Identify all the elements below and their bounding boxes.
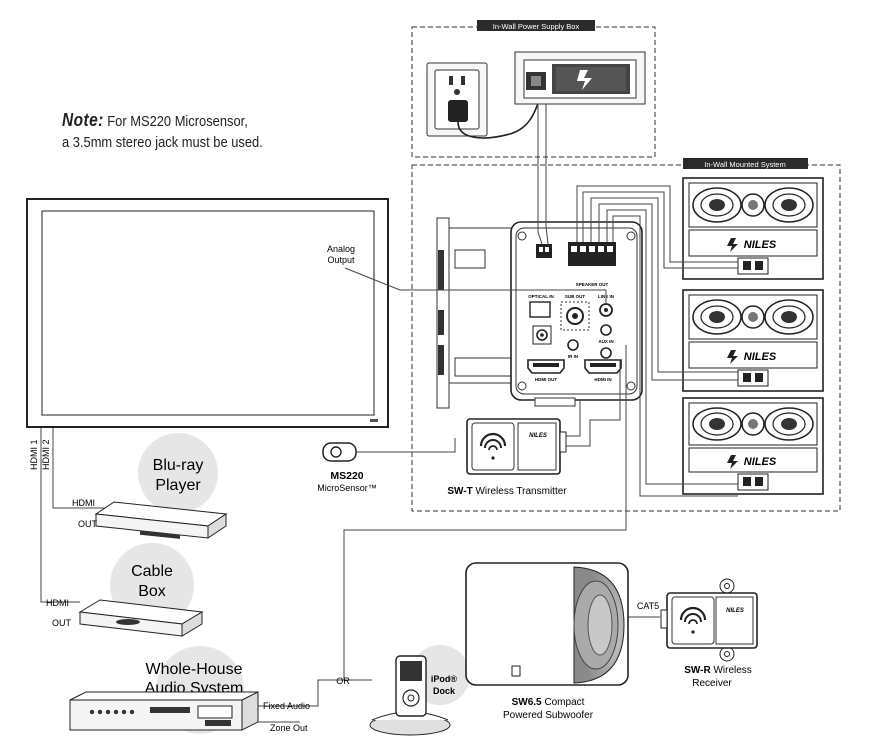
fixed-audio-label: Fixed Audio bbox=[263, 701, 310, 711]
speaker-1: NILES bbox=[682, 177, 824, 280]
ms220-title: MS220 bbox=[330, 470, 363, 482]
analog-output-label-1: Analog bbox=[327, 244, 355, 254]
hdmi1-label: HDMI 1 bbox=[29, 439, 39, 470]
cable-box bbox=[78, 599, 204, 637]
subwoofer bbox=[465, 562, 629, 686]
out-label-a: OUT bbox=[78, 519, 98, 529]
wall-outlet bbox=[426, 62, 541, 139]
hdmi2-label: HDMI 2 bbox=[41, 439, 51, 470]
hdmi-out-label: HDMI OUT bbox=[535, 377, 557, 382]
speaker-wires bbox=[40, 104, 738, 723]
whole-house-label-1: Whole-House bbox=[146, 661, 243, 678]
swt-caption: SW-T Wireless Transmitter bbox=[447, 486, 567, 497]
bluray-circle bbox=[138, 433, 218, 513]
swt-caption-bold: SW-T bbox=[447, 486, 472, 497]
speaker-3-brand: NILES bbox=[744, 456, 777, 468]
speaker-3: NILES bbox=[682, 397, 824, 495]
cable-label-2: Box bbox=[138, 583, 166, 600]
ms220-subtitle: MicroSensor™ bbox=[317, 483, 377, 493]
note-line-2: a 3.5mm stereo jack must be used. bbox=[62, 134, 263, 151]
wall-system-label: In-Wall Mounted System bbox=[704, 160, 785, 169]
ipod-label-1: iPod® bbox=[431, 674, 457, 684]
swt-caption-rest: Wireless Transmitter bbox=[473, 486, 568, 497]
power-supply-unit bbox=[514, 51, 646, 105]
swr-caption: SW-R Wireless bbox=[684, 665, 752, 676]
subwoofer-caption-line2: Powered Subwoofer bbox=[503, 710, 594, 721]
bluray-label-1: Blu-ray bbox=[153, 457, 204, 474]
cable-label-1: Cable bbox=[131, 563, 173, 580]
or-label: OR bbox=[336, 676, 350, 686]
ipod-label-2: Dock bbox=[433, 686, 456, 696]
note-line-1: For MS220 Microsensor, bbox=[107, 113, 248, 130]
swr-caption-line2: Receiver bbox=[692, 678, 732, 689]
subwoofer-caption-bold: SW6.5 bbox=[512, 697, 542, 708]
whole-house-audio-unit bbox=[69, 691, 259, 731]
swt-brand: NILES bbox=[529, 433, 547, 439]
ipod-dock bbox=[369, 655, 451, 736]
bluray-label-2: Player bbox=[155, 477, 201, 494]
subwoofer-caption: SW6.5 Compact bbox=[512, 697, 585, 708]
optical-in-label: OPTICAL IN bbox=[528, 294, 553, 299]
zone-out-label: Zone Out bbox=[270, 723, 308, 733]
speaker-2: NILES bbox=[682, 289, 824, 392]
speaker-out-label: SPEAKER OUT bbox=[576, 282, 609, 287]
power-supply-label: In-Wall Power Supply Box bbox=[493, 22, 580, 31]
sub-out-label: SUB OUT bbox=[565, 294, 586, 299]
subwoofer-caption-rest: Compact bbox=[542, 697, 585, 708]
hdmi-in-label: HDMI IN bbox=[594, 377, 611, 382]
cat5-label: CAT5 bbox=[637, 601, 659, 611]
bluray-player bbox=[94, 501, 228, 539]
wall-mount-bracket bbox=[436, 217, 520, 409]
aux-in-label: AUX IN bbox=[598, 339, 613, 344]
swt-transmitter: NILES bbox=[466, 418, 567, 475]
swr-caption-bold: SW-R bbox=[684, 665, 711, 676]
note-text: Note: For MS220 Microsensor, a 3.5mm ste… bbox=[62, 110, 286, 153]
swt-back-panel: SPEAKER OUT OPTICAL IN SUB OUT LINE IN I… bbox=[510, 221, 643, 407]
note-lead: Note: bbox=[62, 110, 104, 130]
speaker-2-brand: NILES bbox=[744, 351, 777, 363]
swr-caption-rest: Wireless bbox=[711, 665, 752, 676]
television bbox=[26, 198, 389, 428]
power-supply-frame: In-Wall Power Supply Box bbox=[411, 20, 656, 158]
out-label-b: OUT bbox=[52, 618, 72, 628]
swr-brand: NILES bbox=[726, 608, 744, 614]
swr-receiver: NILES bbox=[660, 578, 758, 662]
hdmi-label-a: HDMI bbox=[72, 498, 95, 508]
ms220-sensor bbox=[322, 442, 357, 462]
ir-in-label: IR IN bbox=[568, 354, 578, 359]
hdmi-label-b: HDMI bbox=[46, 598, 69, 608]
speaker-1-brand: NILES bbox=[744, 239, 777, 251]
analog-output-label-2: Output bbox=[327, 255, 355, 265]
